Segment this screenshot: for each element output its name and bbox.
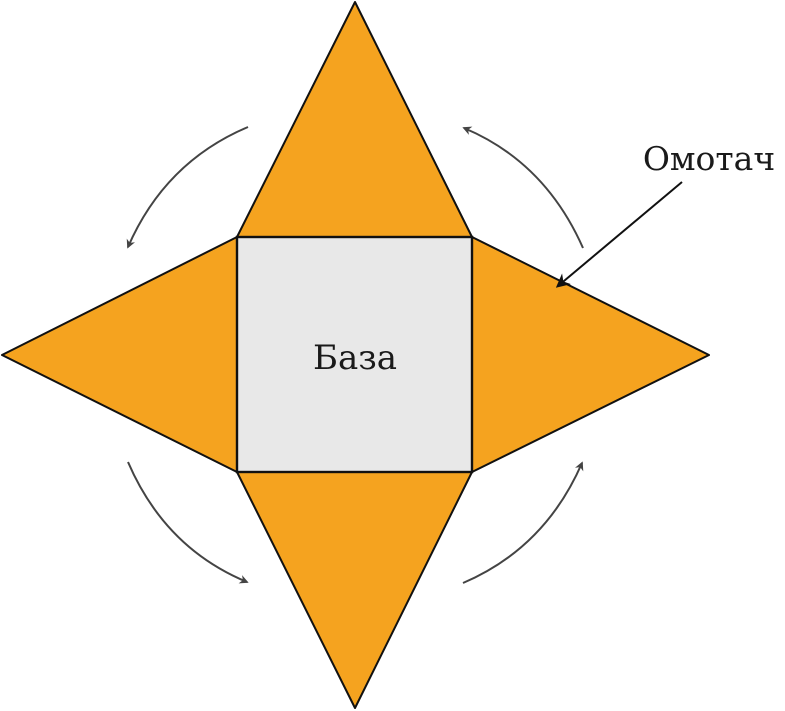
right-lateral-face xyxy=(471,236,710,473)
fold-arrow-top-left xyxy=(126,126,249,249)
fold-arrow-bottom-right xyxy=(462,461,584,584)
bottom-lateral-face xyxy=(236,471,473,709)
lateral-face-label: Омотач xyxy=(643,139,775,178)
lateral-face-pointer-arrow xyxy=(555,181,683,288)
top-lateral-face xyxy=(236,1,473,238)
base-square xyxy=(235,235,474,474)
fold-arrow-bottom-left xyxy=(127,461,249,584)
base-label: База xyxy=(313,338,397,378)
left-lateral-face xyxy=(1,236,238,473)
fold-arrow-top-right xyxy=(462,126,584,249)
